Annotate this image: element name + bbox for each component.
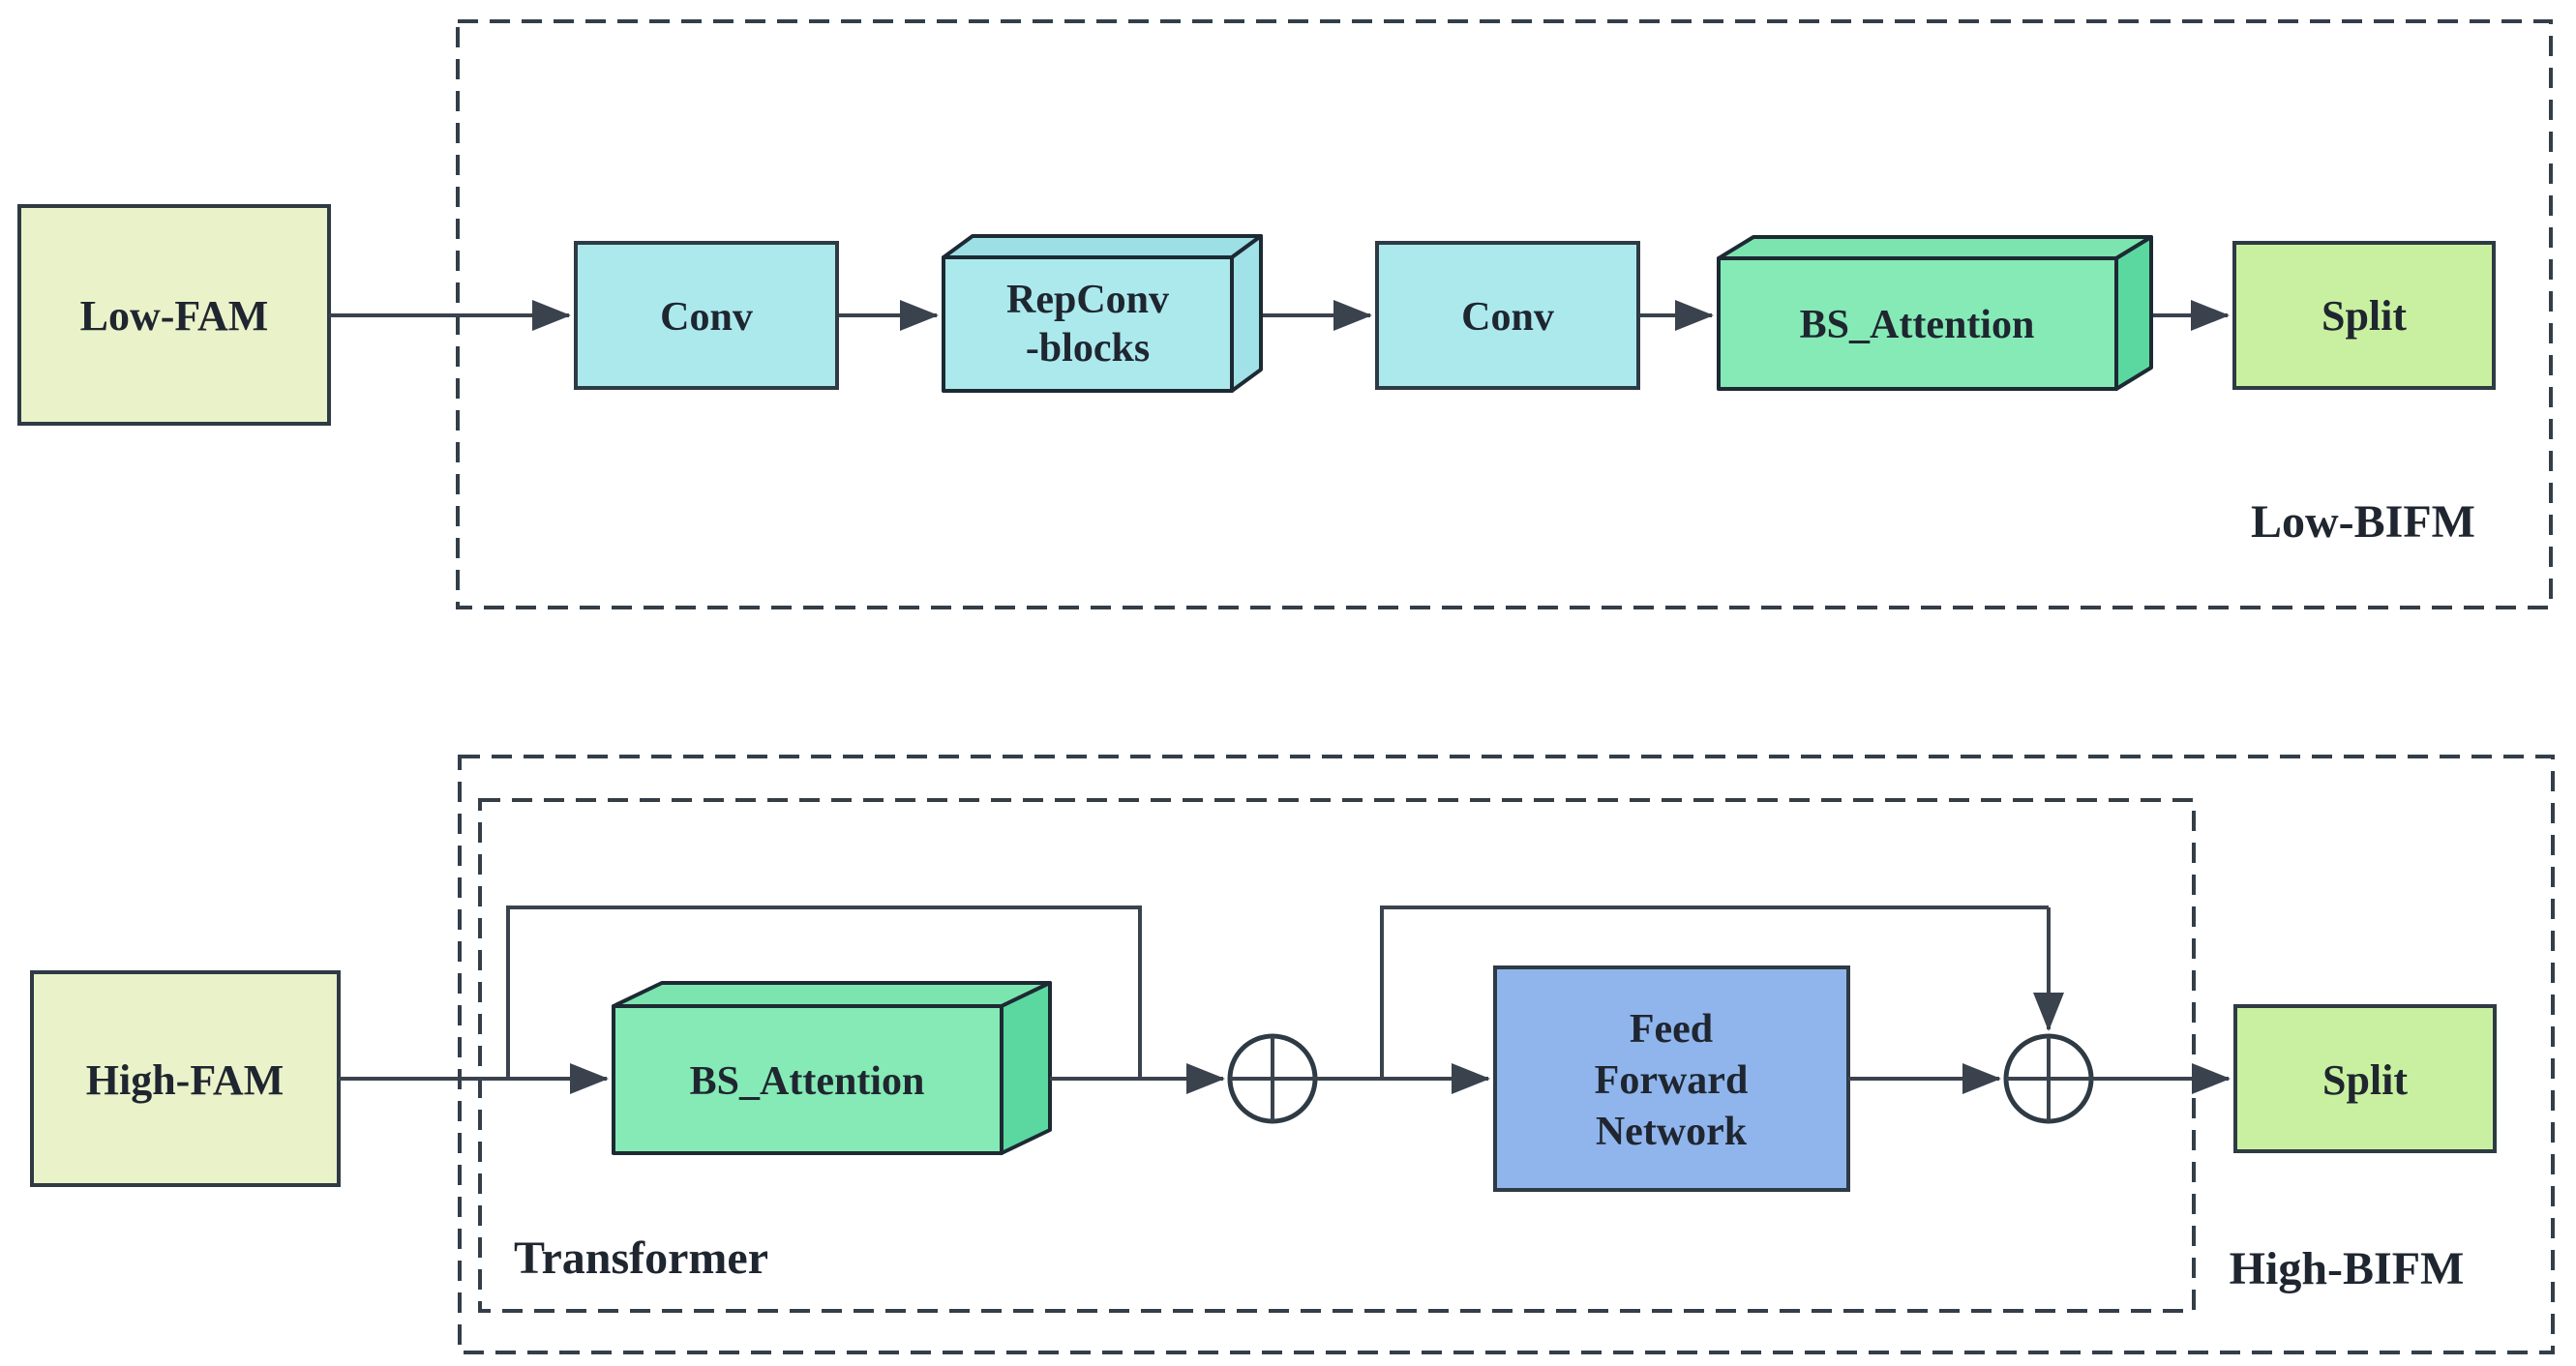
low-fam-box [17,204,331,426]
low-fam-label: Low-FAM [80,292,269,340]
repconv-top-face [942,234,1263,259]
split-top-box [2232,241,2496,390]
repconv-front-face [942,255,1234,393]
low-bifm-caption: Low-BIFM [2251,496,2475,548]
bs-attention-top-3d-box: BS_Attention [1717,235,2153,391]
repconv-label-line1: RepConv [1006,278,1169,322]
bs-attention-top-label: BS_Attention [1800,303,2035,347]
ffn-label-line3: Network [1596,1110,1748,1154]
split-top-label: Split [2321,292,2407,340]
bs-attention-bottom-3d-box: BS_Attention [612,981,1052,1155]
bs-attention-bottom-front-face [612,1004,1003,1155]
transformer-dashed-container [478,798,2196,1313]
conv2-box [1375,241,1640,390]
bs-attention-top-top-face [1717,235,2153,260]
add-icon [2003,1033,2094,1124]
high-fam-box [30,970,341,1187]
repconv-label-line2: -blocks [1026,326,1150,371]
split-bottom-label: Split [2322,1056,2408,1104]
bs-attention-bottom-top-face [612,981,1052,1008]
high-bifm-dashed-container [458,755,2555,1354]
add-icon [1227,1033,1318,1124]
bs-attention-bottom-label: BS_Attention [690,1059,925,1104]
bs-attention-bottom-side-face [1000,981,1052,1155]
bs-attention-top-front-face [1717,256,2118,391]
conv2-label: Conv [1461,295,1554,340]
skip-connection-2 [1380,906,2049,1079]
bs-attention-top-side-face [2114,235,2153,391]
ffn-label-line1: Feed [1630,1007,1713,1052]
ffn-label-line2: Forward [1595,1058,1749,1103]
repconv-side-face [1230,234,1263,393]
conv1-label: Conv [660,295,753,340]
transformer-caption: Transformer [514,1232,768,1284]
feed-forward-network-box [1493,965,1850,1192]
skip-connection-1 [506,906,1142,1079]
conv1-box [574,241,839,390]
split-bottom-box [2233,1004,2497,1153]
high-fam-label: High-FAM [86,1056,285,1104]
high-bifm-caption: High-BIFM [2230,1243,2465,1294]
repconv-blocks-3d-box: RepConv -blocks [942,234,1263,393]
